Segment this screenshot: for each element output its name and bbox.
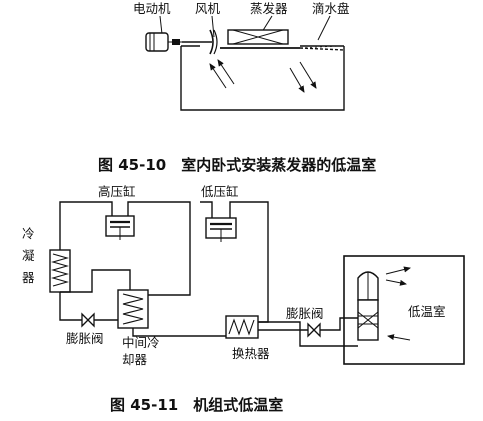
condenser-label-2: 凝 [22, 248, 35, 263]
lp-cylinder-label: 低压缸 [201, 184, 239, 199]
heat-exchanger-icon [225, 315, 259, 339]
evaporator-unit-icon [357, 271, 379, 341]
heat-exchanger-label: 换热器 [232, 346, 270, 361]
evaporator-label: 蒸发器 [250, 1, 288, 16]
pipe-condenser-to-intercooler [60, 269, 131, 293]
pipe-condenser-to-valve [59, 292, 82, 321]
airflow-arrow-up-left [209, 63, 227, 89]
drip-tray-label: 滴水盘 [312, 1, 350, 16]
motor-leader [159, 15, 163, 35]
cold-airflow-arrow-2 [385, 279, 407, 286]
evaporator-icon [227, 29, 289, 45]
motor-label: 电动机 [133, 1, 171, 16]
room-outline [180, 46, 345, 111]
pipe-lp-left [200, 201, 213, 208]
drip-tray-leader [317, 15, 331, 41]
figure-caption-45-10: 图 45-10 室内卧式安装蒸发器的低温室 [98, 156, 376, 174]
pipe-valve-to-unit [320, 317, 358, 331]
fan-leader [211, 15, 215, 38]
cold-airflow-arrow-3 [387, 334, 411, 341]
intercooler-label-1: 中间冷 [122, 335, 160, 350]
pipe-intercooler-to-exchanger [132, 328, 226, 337]
condenser-label-3: 器 [22, 270, 35, 285]
airflow-arrow-down-right-2 [289, 67, 305, 93]
airflow-arrow-up-left-2 [217, 59, 235, 85]
fan-label: 风机 [195, 1, 221, 16]
motor-icon [145, 32, 182, 52]
expansion-valve-right-label: 膨胀阀 [286, 306, 324, 321]
intercooler-icon [117, 289, 149, 329]
figure-45-10: 电动机 风机 蒸发器 滴水盘 [98, 1, 376, 174]
condenser-icon [49, 249, 71, 293]
hp-cylinder-icon [105, 208, 135, 240]
pipe-hp-intercooler [127, 201, 191, 296]
expansion-valve-left-icon [81, 312, 95, 328]
lp-cylinder-icon [205, 208, 237, 242]
condenser-label-1: 冷 [22, 226, 35, 241]
drip-tray-icon [220, 45, 345, 51]
airflow-arrow-down-right [299, 61, 317, 89]
hp-cylinder-label: 高压缸 [98, 184, 136, 199]
cold-room-label: 低温室 [408, 304, 446, 319]
expansion-valve-left-label: 膨胀阀 [66, 331, 104, 346]
cold-airflow-arrow-1 [385, 266, 411, 275]
intercooler-label-2: 却器 [122, 352, 148, 367]
fan-icon [209, 29, 218, 55]
pipe-unit-return [258, 321, 358, 347]
figure-caption-45-11: 图 45-11 机组式低温室 [110, 396, 283, 414]
cold-room-outline [343, 255, 465, 365]
pipe-hp-to-condenser [59, 201, 113, 250]
expansion-valve-right-icon [307, 322, 321, 338]
figure-45-11: 高压缸 低压缸 冷 凝 器 [22, 184, 465, 414]
